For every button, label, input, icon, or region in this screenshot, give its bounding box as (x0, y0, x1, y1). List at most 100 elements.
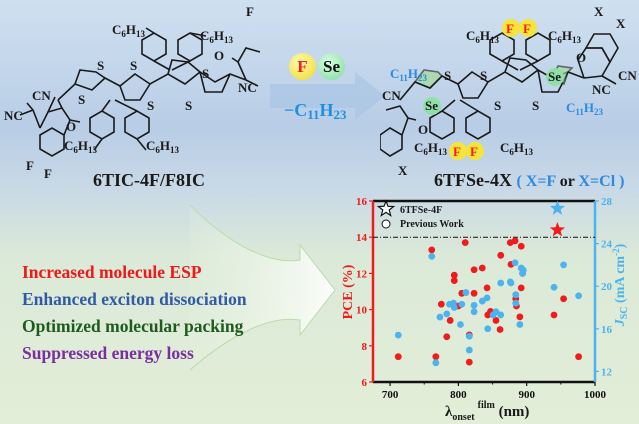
sulfur-label: S (147, 98, 154, 113)
fluorine-label: F (44, 166, 52, 181)
halogen-x-label: X (398, 163, 408, 178)
jsc-data-point (497, 311, 505, 319)
jsc-data-point (484, 325, 492, 333)
fluorine-badge: F (289, 53, 316, 80)
jsc-data-point (462, 289, 470, 296)
feature-exciton-dissociation: Enhanced exciton dissociation (22, 289, 247, 309)
sulfur-label: S (532, 98, 539, 113)
jsc-data-point (458, 300, 466, 308)
jsc-data-point (450, 304, 458, 311)
sulfur-label: S (480, 68, 487, 83)
pce-data-point (511, 237, 519, 245)
nitrile-label: NC (592, 82, 611, 97)
halogen-x-label: X (594, 4, 604, 19)
pce-data-point (550, 311, 558, 319)
jsc-subscript: SC (619, 306, 630, 319)
molecule-name-6tic-4f: 6TIC-4F/F8IC (93, 170, 205, 190)
transformation-arrow (270, 72, 385, 120)
jsc-data-point (550, 283, 558, 291)
pce-data-point (437, 300, 445, 308)
pce-data-point (483, 284, 491, 292)
oxygen-label: O (576, 50, 586, 65)
cyano-label: CN (32, 88, 51, 103)
oxygen-label: O (66, 119, 76, 134)
pce-data-point (516, 313, 524, 321)
lambda-subscript: onset (452, 412, 475, 423)
y-left-tick-label: 8 (362, 341, 368, 353)
jsc-data-point (457, 321, 464, 328)
y-left-tick-label: 12 (356, 268, 368, 280)
y-axis-left-label: PCE (%) (341, 264, 356, 319)
removed-chain-label: −C11H23 (284, 100, 346, 123)
jsc-data-point (492, 308, 500, 316)
x-tick-label: 800 (450, 389, 467, 401)
jsc-data-point (470, 301, 478, 309)
molecule-6tfse-4x-structure: Se Se F F F F S S S S CN O X O X X CN NC… (380, 4, 637, 178)
jsc-unit-sup: -2 (611, 248, 621, 256)
y-left-tick-label: 6 (362, 377, 368, 389)
sulfur-label: S (444, 68, 451, 83)
nitrile-label: NC (4, 108, 23, 123)
chain-h: H (319, 100, 334, 120)
y-axis-right-label: JSC (mA cm-2) (611, 243, 630, 327)
fluorine-label: F (246, 4, 254, 19)
fluorine-label: F (470, 144, 478, 159)
pce-data-point (428, 246, 436, 254)
pce-data-point (496, 326, 504, 333)
pce-data-point (461, 239, 469, 247)
pce-data-point (443, 333, 451, 341)
sulfur-label: S (130, 58, 137, 73)
cyano-label: CN (382, 88, 401, 103)
y-left-tick-label: 10 (356, 305, 368, 317)
pce-data-point (432, 353, 440, 361)
feature-arrow (189, 205, 336, 371)
oxygen-label: O (214, 48, 224, 63)
x-tick-label: 900 (518, 389, 535, 401)
jsc-data-point (511, 259, 519, 267)
note-x-fluorine: X=F (525, 173, 556, 190)
pce-data-point (394, 353, 402, 361)
jsc-data-point (507, 279, 515, 287)
y-right-tick-label: 24 (601, 239, 613, 251)
note-x-chlorine: X=Cl (578, 173, 616, 190)
molecule-name-text: 6TFSe-4X (434, 170, 512, 190)
jsc-data-point (516, 321, 524, 328)
y-left-tick-label: 14 (356, 232, 368, 244)
molecule-6tic-4f-structure: CN NC O F F S S S S S S O F NC C6H13 C6H… (4, 4, 260, 181)
jsc-data-point (443, 310, 451, 318)
chain-prefix: −C (284, 100, 308, 120)
fluorine-label: F (506, 21, 514, 36)
pce-data-point (478, 264, 486, 272)
molecule-name-6tfse-4x: 6TFSe-4X ( X=F or X=Cl ) (434, 170, 625, 191)
halogen-note: ( X=F or X=Cl ) (517, 173, 625, 190)
legend-label-6tfse-4f: 6TFSe-4F (400, 205, 442, 216)
feature-molecular-packing: Optimized molecular packing (22, 316, 244, 336)
jsc-data-point (512, 299, 520, 307)
y-right-tick-label: 12 (601, 366, 613, 378)
note-open: ( (516, 173, 522, 190)
lambda-symbol: λ (445, 404, 453, 420)
sulfur-label: S (185, 98, 192, 113)
note-close: ) (619, 173, 625, 190)
jsc-data-point (497, 279, 505, 287)
y-right-tick-label: 16 (601, 324, 613, 336)
pce-data-point (470, 266, 478, 274)
nitrile-label: NC (238, 80, 257, 95)
jsc-data-point (575, 292, 583, 300)
chain-c-count: 11 (307, 107, 320, 123)
x-tick-label: 1000 (584, 389, 607, 401)
pce-data-point (517, 242, 525, 250)
jsc-data-point (478, 297, 486, 305)
x-tick-label: 700 (382, 389, 399, 401)
jsc-data-point (560, 261, 567, 269)
pce-data-point (450, 271, 458, 279)
y-right-tick-label: 20 (601, 281, 613, 293)
legend-star-marker (376, 199, 396, 217)
y-left-tick-label: 16 (356, 196, 368, 208)
pce-data-point (465, 358, 473, 366)
y-right-tick-label: 28 (601, 196, 613, 208)
chain-h-count: 23 (333, 107, 347, 123)
jsc-symbol: J (613, 318, 628, 327)
note-or: or (559, 173, 575, 190)
